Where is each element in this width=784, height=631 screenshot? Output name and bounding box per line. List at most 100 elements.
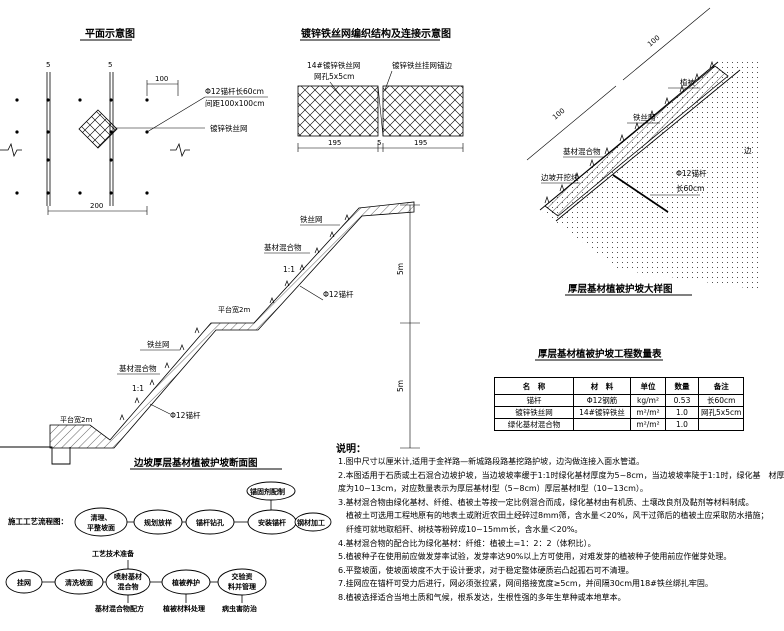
note-line: 植被土可选用工程地原有的地表土或附近农田土经碎过8mm筛，含水量＜20%，风干过… (338, 511, 769, 521)
section-bolt-low: Φ12锚杆 (170, 410, 201, 420)
table-title: 厚层基材植被护坡工程数量表 (538, 348, 662, 360)
section-view: 5m 5m 铁丝网 基材混合物 1:1 Φ12锚杆 平台宽2m 铁丝网 基材混合… (0, 201, 420, 470)
mesh-dim-right: 195 (414, 139, 427, 147)
section-mix-top: 基材混合物 (264, 242, 302, 252)
plan-dim-5-left: 5 (46, 61, 50, 69)
note-line: 5.植被种子在使用前应做发芽率试验，发芽率达90%以上方可使用，对难发芽的植被种… (338, 552, 732, 562)
flow-step-1a: 清理、 (91, 513, 112, 522)
section-slope-top: 1:1 (283, 265, 295, 274)
detail-edge-label: 边坡开挖线 (541, 172, 579, 182)
table-header-cell: 单位 (630, 377, 666, 395)
plan-view: 平面示意图 5 5 100 Φ12锚杆长60cm 间距100x100cm (0, 27, 268, 215)
plan-net-label: 镀锌铁丝网 (210, 123, 248, 133)
note-line: 纤维可就地取稻秆、树枝等粉碎成10~15mm长，含水量＜20%。 (338, 524, 583, 534)
section-net-top: 铁丝网 (300, 214, 323, 224)
flow-pest: 病虫害防治 (222, 604, 257, 613)
section-mix-low: 基材混合物 (119, 363, 157, 373)
flow-step-8: 植被养护 (171, 578, 200, 587)
plan-title: 平面示意图 (85, 27, 135, 40)
table-cell: 镀锌铁丝网 (494, 406, 574, 419)
table-cell: m²/m² (630, 418, 666, 431)
flow-mix-ratio: 基材混合物配方 (94, 604, 144, 613)
flow-veg-process: 植被材料处理 (162, 604, 205, 613)
flow-node: 清洗坡面 (54, 569, 104, 595)
table-cell (697, 418, 745, 431)
flow-node: 植被养护 (161, 569, 211, 595)
note-line: 1.图中尺寸以厘米计,适用于金祥路—新城路段路基挖路护坡，边沟做连接入面水管道。 (338, 457, 645, 466)
flow-node: 规划放样 (133, 509, 183, 535)
plan-dim-5-right: 5 (108, 61, 112, 69)
table-row: 镀锌铁丝网 14#镀锌铁丝 m²/m² 1.0 网孔5x5cm (494, 406, 745, 419)
mesh-wire-label: 14#镀锌铁丝网 (307, 60, 360, 70)
detail-bolt-len: 长60cm (676, 183, 704, 193)
note-line: 8.植被选择适合当地土质和气候，根系发达，生根性强的多年生草种或本地草本。 (338, 592, 626, 602)
note-line: 3.基材混合物由绿化基材、纤维、植被土等按一定比例混合而成，绿化基材由有机质、土… (338, 497, 754, 507)
detail-veg-label: 植被 (680, 77, 695, 87)
note-line: 7.挂网应在锚杆可受力后进行，网必须张拉紧，网间搭接宽度≥5cm，并间隔30cm… (338, 579, 713, 589)
plan-spacing-label: 间距100x100cm (205, 99, 265, 108)
section-platform-top: 平台宽2m (218, 305, 250, 314)
table-row: 锚杆 Φ12钢筋 kg/m² 0.53 长60cm (494, 394, 745, 407)
flow-step-9b: 料并管理 (228, 582, 256, 591)
table-cell (573, 418, 631, 431)
flow-node: 交验资 料并管理 (217, 568, 267, 596)
note-line: 4.基材混合物的配合比为绿化基材：纤维：植被土=1：2：2（体积比）。 (338, 538, 596, 548)
table-header-row: 名 称 材 料 单位 数量 备注 (494, 377, 745, 395)
flow-step-7b: 混合物 (118, 582, 139, 591)
detail-slope-layer (544, 65, 729, 217)
flow-step-6: 清洗坡面 (65, 578, 93, 587)
note-line: 度为10~13cm，对应数量表示为厚层基材Ⅰ型（5~8cm）厚层基材Ⅱ型（10~… (338, 484, 648, 494)
table-cell: 14#镀锌铁丝 (573, 406, 631, 419)
detail-title: 厚层基材植被护坡大样图 (568, 283, 673, 295)
flow-step-3: 锚杆钻孔 (196, 518, 224, 527)
mesh-title: 镀锌铁丝网编织结构及连接示意图 (301, 27, 451, 40)
table-header-cell: 名 称 (494, 377, 574, 395)
flow-node: 挂网 (5, 570, 43, 594)
table-cell: 绿化基材混合物 (494, 418, 574, 431)
section-net-low: 铁丝网 (147, 339, 170, 349)
section-bolt-top: Φ12锚杆 (323, 289, 354, 299)
section-title: 边坡厚层基材植被护坡断面图 (133, 457, 258, 469)
table-cell: 1.0 (665, 406, 699, 419)
detail-view: 100 100 植被 铁丝网 基材混合物 边坡开挖线 Φ12锚杆 长60cm 边… (526, 7, 760, 296)
flow-tech-prep: 工艺技术准备 (92, 549, 135, 558)
detail-bolt-label: Φ12锚杆 (676, 168, 707, 178)
notes-title: 说明： (336, 444, 366, 455)
flow-step-1b: 平整坡面 (87, 523, 115, 532)
flow-node: 喷射基材 混合物 (105, 568, 151, 596)
plan-dim-200: 200 (90, 202, 103, 210)
flow-step-2: 规划放样 (144, 518, 172, 527)
flow-caption: 施工工艺流程图： (8, 516, 68, 526)
mesh-dim-left: 195 (328, 139, 341, 147)
table-cell: 网孔5x5cm (697, 406, 745, 419)
mesh-joint-label: 镀锌铁丝挂网锚边 (392, 60, 452, 70)
table-cell: 0.53 (665, 394, 699, 407)
flow-rebar-work: 钢材加工 (297, 518, 325, 527)
flowchart: 施工工艺流程图： 清理、 平整坡面 规划放样 锚杆钻孔 安装锚杆 锚固剂配制 钢… (5, 481, 332, 613)
note-line: 2.本图适用于石质或土石混合边坡护坡，当边坡坡率缓于1:1时绿化基材厚度为5~8… (338, 470, 784, 480)
table-cell: 1.0 (665, 418, 699, 431)
plan-mesh-patch (78, 109, 118, 149)
quantity-table: 名 称 材 料 单位 数量 备注 锚杆 Φ12钢筋 kg/m² 0.53 长60… (494, 377, 745, 431)
section-slope-layer (49, 201, 415, 449)
flow-node: 锚杆钻孔 (185, 509, 235, 535)
section-slope-low: 1:1 (132, 384, 144, 393)
flow-step-9a: 交验资 (232, 572, 253, 581)
table-row: 绿化基材混合物 m²/m² 1.0 (494, 418, 745, 431)
notes: 1.图中尺寸以厘米计,适用于金祥路—新城路段路基挖路护坡，边沟做连接入面水管道。… (338, 455, 784, 605)
table-cell: m²/m² (630, 406, 666, 419)
mesh-structure: 镀锌铁丝网编织结构及连接示意图 14#镀锌铁丝网 网孔5x5cm 镀锌铁丝挂网锚… (297, 27, 464, 152)
detail-mix-label: 基材混合物 (563, 146, 601, 156)
table-cell: 长60cm (697, 394, 745, 407)
flow-anchor-make: 锚固剂配制 (250, 487, 285, 496)
mesh-hole-label: 网孔5x5cm (314, 72, 354, 81)
plan-bolt-label: Φ12锚杆长60cm (205, 86, 264, 96)
section-height-low: 5m (396, 380, 405, 392)
plan-bolt-dots (15, 98, 149, 195)
detail-cut-label: 边 (744, 146, 752, 155)
flow-step-5: 挂网 (17, 578, 31, 587)
flow-node: 安装锚杆 (247, 509, 297, 535)
table-header-cell: 备注 (697, 377, 745, 395)
table-header-cell: 数量 (665, 377, 699, 395)
section-platform-low: 平台宽2m (60, 415, 92, 424)
